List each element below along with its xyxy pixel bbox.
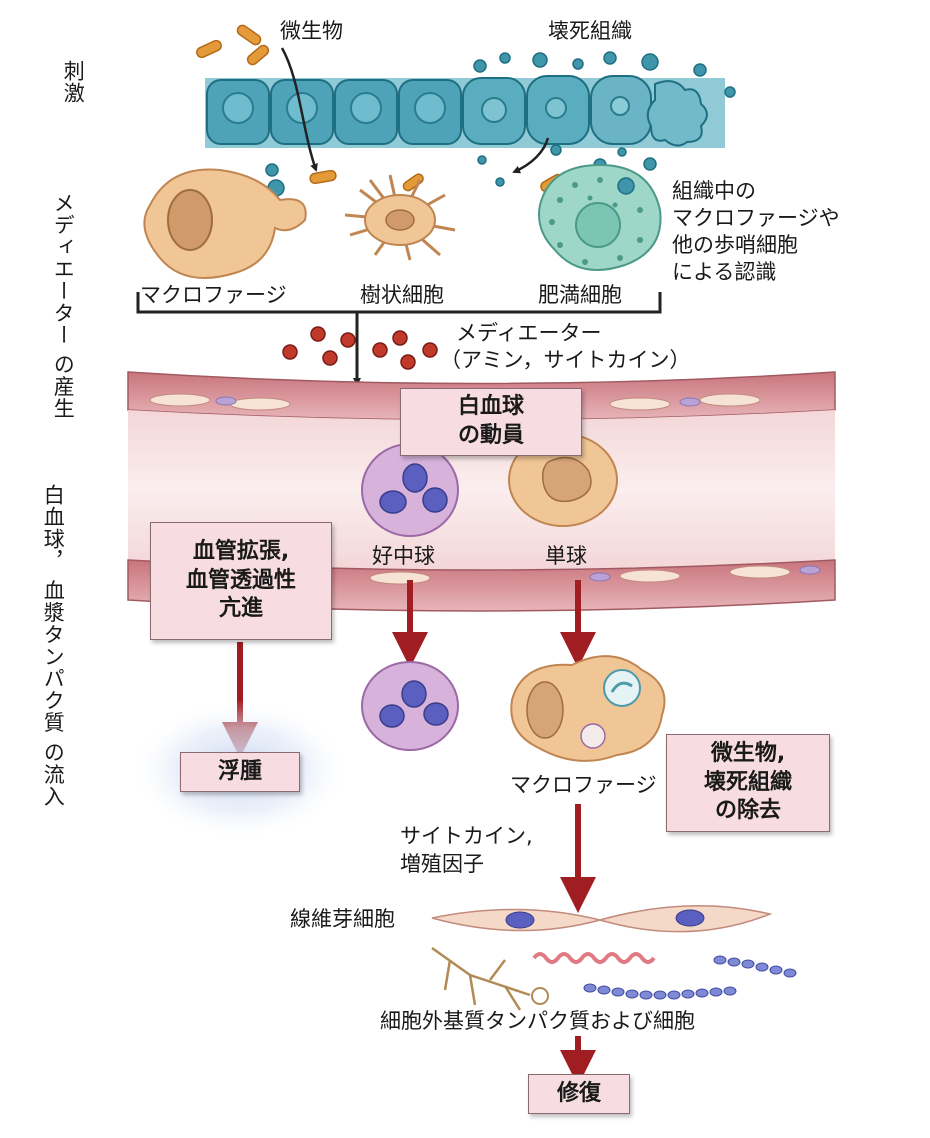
recruit-text-3: の流入: [41, 741, 66, 808]
ecm-label: 細胞外基質タンパク質および細胞: [380, 1009, 695, 1033]
recruit-text-2: 血漿タンパク質: [41, 579, 66, 734]
cytokine-line-1: サイトカイン,: [400, 824, 533, 848]
leukocyte-line-1: 白血球: [457, 394, 524, 420]
microbe-label: 微生物: [280, 19, 343, 43]
cytokine-line-2: 増殖因子: [400, 852, 484, 877]
removal-line-2: 壊死組織: [703, 769, 792, 795]
recruit-text-1: 白血球，: [41, 484, 66, 572]
ecm-chains: [583, 955, 797, 1000]
recognition-line-4: による認識: [672, 259, 777, 284]
edema-box: 浮腫: [180, 752, 300, 792]
vaso-line-1: 血管拡張,: [192, 539, 290, 565]
fibroblast-cells: [431, 905, 773, 933]
mediator-line-2: （アミン，サイトカイン）: [440, 348, 691, 373]
removal-line-1: 微生物,: [710, 741, 786, 767]
mediator-text: メディエーター （アミン，サイトカイン）: [440, 320, 691, 375]
nerve-branch: [431, 946, 549, 1011]
side-label-mediator: メディエーター の産生: [50, 192, 75, 420]
mediator-line-1: メディエーター: [456, 321, 602, 345]
necrotic-arrow: [512, 137, 550, 174]
necrotic-tissue-label: 壊死組織: [548, 19, 632, 43]
collagen-fiber: [532, 952, 656, 964]
monocyte-label: 単球: [545, 544, 587, 568]
stimulus-text: 刺激: [61, 60, 86, 104]
mediator-text-1: メディエーター: [51, 192, 76, 346]
leukocyte-line-2: の動員: [457, 423, 524, 448]
repair-box: 修復: [528, 1074, 630, 1114]
vasodilation-box: 血管拡張, 血管透過性 亢進: [150, 522, 332, 640]
epithelium: [205, 51, 736, 187]
side-label-recruitment: 白血球， 血漿タンパク質 の流入: [40, 484, 65, 807]
vaso-line-2: 血管透過性: [185, 567, 296, 593]
neutrophil-tissue: [361, 661, 459, 751]
bracket: [136, 292, 662, 314]
removal-line-3: の除去: [714, 798, 781, 824]
leukocyte-recruitment-box: 白血球 の動員: [400, 388, 582, 456]
recognition-text: 組織中の マクロファージや 他の歩哨細胞 による認識: [672, 178, 840, 286]
dendritic-cell-label: 樹状細胞: [360, 283, 444, 307]
mediator-dots: [282, 326, 438, 370]
recognition-line-2: マクロファージや: [672, 205, 840, 230]
vaso-line-3: 亢進: [218, 596, 263, 622]
macrophage-tissue-label: マクロファージ: [510, 773, 657, 797]
macrophage-cell: [143, 168, 307, 279]
side-label-stimulus: 刺激: [60, 60, 85, 104]
fibroblast-label: 線維芽細胞: [290, 907, 395, 931]
neutrophil-cell: [361, 443, 459, 537]
macrophage-label: マクロファージ: [140, 283, 287, 307]
mast-cell-label: 肥満細胞: [538, 283, 622, 307]
removal-box: 微生物, 壊死組織 の除去: [666, 734, 830, 832]
mast-cell: [538, 163, 662, 271]
cytokine-text: サイトカイン, 増殖因子: [400, 822, 533, 879]
recognition-line-1: 組織中の: [672, 179, 756, 203]
macrophage-tissue: [510, 655, 666, 762]
dendritic-cell: [344, 174, 456, 261]
recognition-line-3: 他の歩哨細胞: [672, 232, 798, 257]
microbe-arrow: [280, 47, 318, 172]
mediator-text-2: の産生: [51, 353, 76, 420]
repair-text: 修復: [556, 1080, 601, 1106]
neutrophil-label: 好中球: [372, 544, 435, 568]
edema-text: 浮腫: [217, 758, 262, 784]
